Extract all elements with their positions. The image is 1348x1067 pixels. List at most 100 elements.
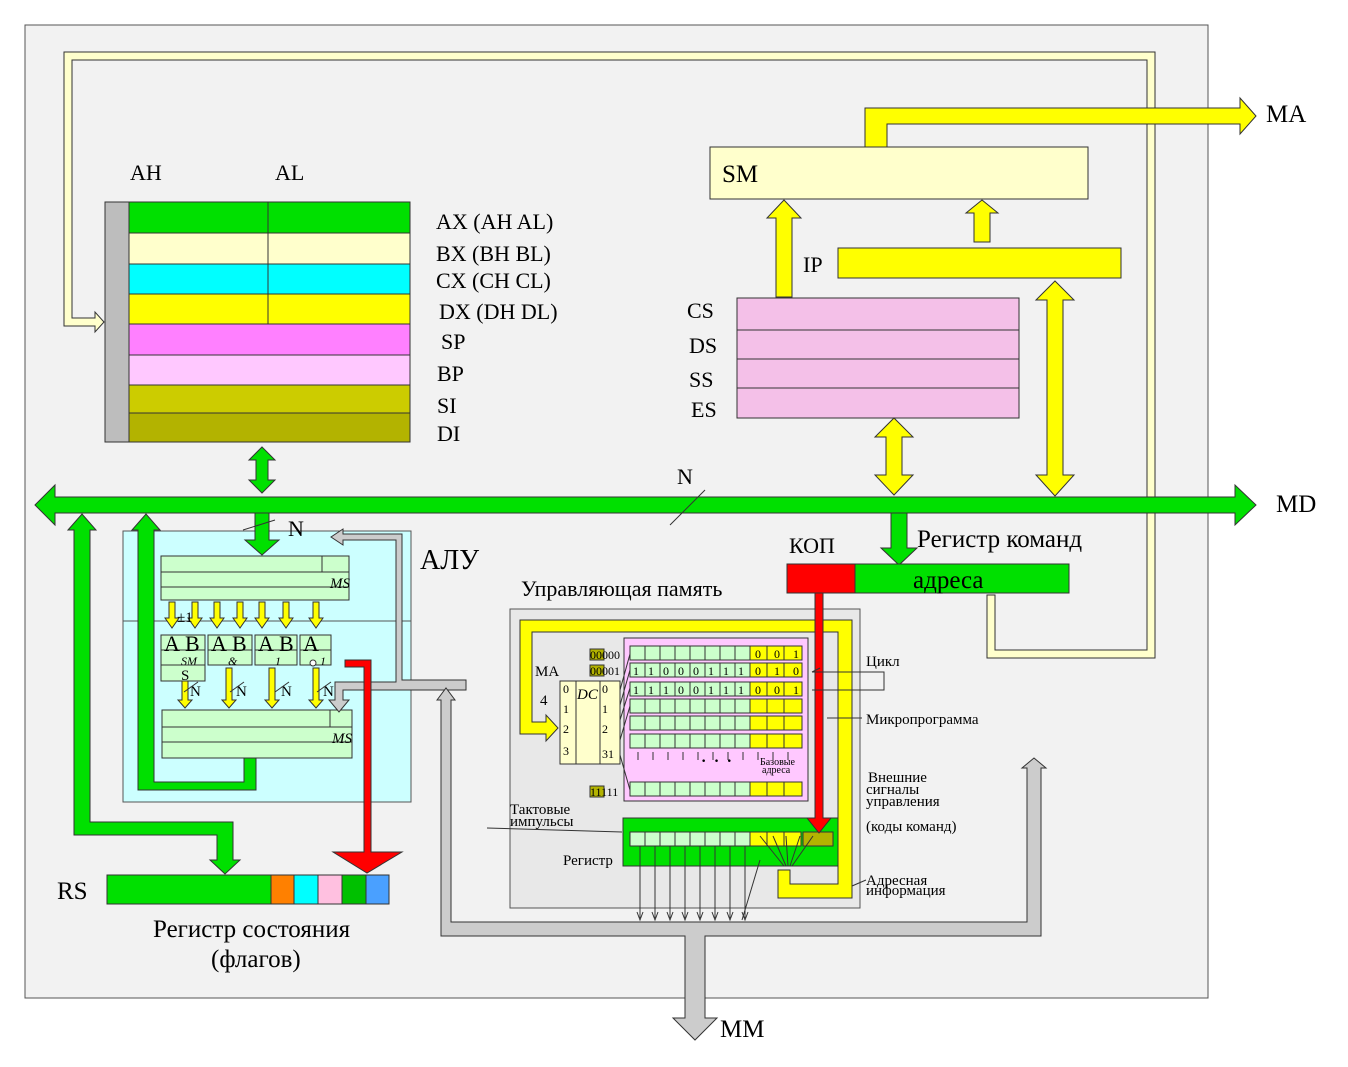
rs-label: RS	[57, 878, 88, 905]
memory-row	[629, 645, 803, 661]
memory-row	[629, 715, 803, 731]
alu-n-label: N	[190, 684, 201, 700]
ip-to-sm-arrow	[964, 199, 1000, 243]
flag-bit	[293, 874, 319, 905]
addr-00001: 00001	[590, 664, 620, 678]
mm-label: MM	[720, 1016, 764, 1043]
external-signals-2: сигналы	[866, 782, 919, 798]
register-row	[128, 323, 411, 356]
register-row	[128, 354, 411, 386]
segment-row	[736, 329, 1020, 360]
flags-red-arrow	[331, 659, 404, 874]
bus-to-alu-arrow	[243, 512, 281, 556]
base-addresses-1: Базовые	[760, 757, 796, 768]
register-name: CX (CH CL)	[436, 268, 551, 293]
alu-unit: A1	[299, 631, 332, 668]
register-name: SI	[437, 393, 457, 418]
kop-to-memory-arrow	[805, 592, 833, 834]
alu-output-arrow	[307, 667, 325, 709]
memory-row	[629, 681, 803, 697]
alu-arrows	[164, 601, 325, 709]
ip-register	[837, 247, 1122, 279]
inc-dec-label: ±1	[177, 610, 193, 626]
address-info-1: Адресная	[866, 873, 927, 889]
alu-output-ms: MS	[161, 709, 353, 759]
status-register-label: Регистр состояния	[153, 916, 351, 943]
decoder-input: 2	[563, 722, 569, 736]
register-gray-bar	[104, 201, 130, 443]
regfile-bus-arrow	[247, 446, 277, 494]
alu-control-path	[327, 528, 467, 713]
addr-00000: 00000	[590, 648, 620, 662]
sm-flag-cell	[160, 664, 206, 682]
address-label: адреса	[913, 567, 984, 594]
alu-result-path	[130, 513, 257, 791]
alu-input-b: B	[232, 631, 247, 656]
register-name: DI	[437, 421, 460, 446]
ip-label: IP	[803, 252, 823, 277]
segment-registers	[736, 297, 1020, 419]
bus-to-cmd-arrow	[879, 512, 919, 566]
alu-input-b: B	[185, 631, 200, 656]
alu-op: 1	[275, 654, 281, 668]
register-name: BP	[437, 361, 464, 386]
control-memory-label: Управляющая память	[521, 576, 722, 601]
segment-row	[736, 297, 1020, 331]
microaddress-loop	[519, 619, 853, 899]
svg-text:MS: MS	[331, 731, 352, 747]
decoder-output: 1	[602, 702, 608, 716]
alu-input-arrow	[232, 601, 248, 629]
row1-bits: 1 1 0 0 0 1 1 1	[633, 664, 747, 678]
addr-11111: 11111	[590, 785, 618, 799]
sm-label: SM	[722, 161, 758, 188]
alu-label: АЛУ	[420, 545, 479, 576]
alu-n-tick	[242, 519, 276, 531]
clock-pulses-1: Тактовые	[510, 802, 571, 818]
md-label: MD	[1276, 491, 1316, 518]
segment-name: SS	[689, 367, 713, 392]
svg-text:MS: MS	[329, 576, 350, 592]
alu-n-label: N	[323, 684, 334, 700]
alu-input-b: B	[279, 631, 294, 656]
decoder-output: 2	[602, 722, 608, 736]
bus-width-tick	[669, 489, 706, 526]
status-register	[106, 874, 390, 905]
row0-tail: 0 0 1	[755, 647, 804, 661]
register-name: AX (AH AL)	[436, 209, 553, 234]
mem-dots: · · ·	[700, 748, 733, 773]
alu-input-a: A	[303, 631, 319, 656]
register-row	[128, 201, 411, 234]
alu-output-arrow	[220, 667, 238, 709]
memory-row	[629, 781, 803, 797]
alu-input-arrow	[254, 601, 270, 629]
register-name: BX (BH BL)	[436, 241, 551, 266]
bus-to-status-arrow	[66, 513, 242, 875]
microinstruction-cells	[629, 831, 834, 847]
alu-input-arrow	[209, 601, 225, 629]
dc-label: DC	[576, 687, 599, 703]
segment-row	[736, 387, 1020, 419]
alu-op: &	[228, 654, 238, 668]
cmd-register-label: Регистр команд	[917, 526, 1082, 553]
seg-to-sm-arrow	[765, 199, 803, 298]
ma-small-label: MA	[535, 664, 559, 680]
row1-tail: 0 1 0	[755, 664, 804, 678]
alu-input-a: A	[258, 631, 274, 656]
microprogram-label: Микропрограмма	[866, 712, 979, 728]
address-field	[854, 563, 1070, 594]
control-bus	[436, 687, 1048, 1041]
kop-label: КОП	[789, 533, 835, 558]
alu-input-a: A	[164, 631, 180, 656]
clock-pulses-2: импульсы	[510, 814, 573, 830]
alu-input-arrow	[164, 601, 180, 629]
register-row	[128, 232, 411, 265]
external-signals-1: Внешние	[868, 770, 927, 786]
alu-input-a: A	[211, 631, 227, 656]
control-output-lines	[636, 846, 761, 922]
command-codes-label: (коды команд)	[866, 819, 957, 835]
